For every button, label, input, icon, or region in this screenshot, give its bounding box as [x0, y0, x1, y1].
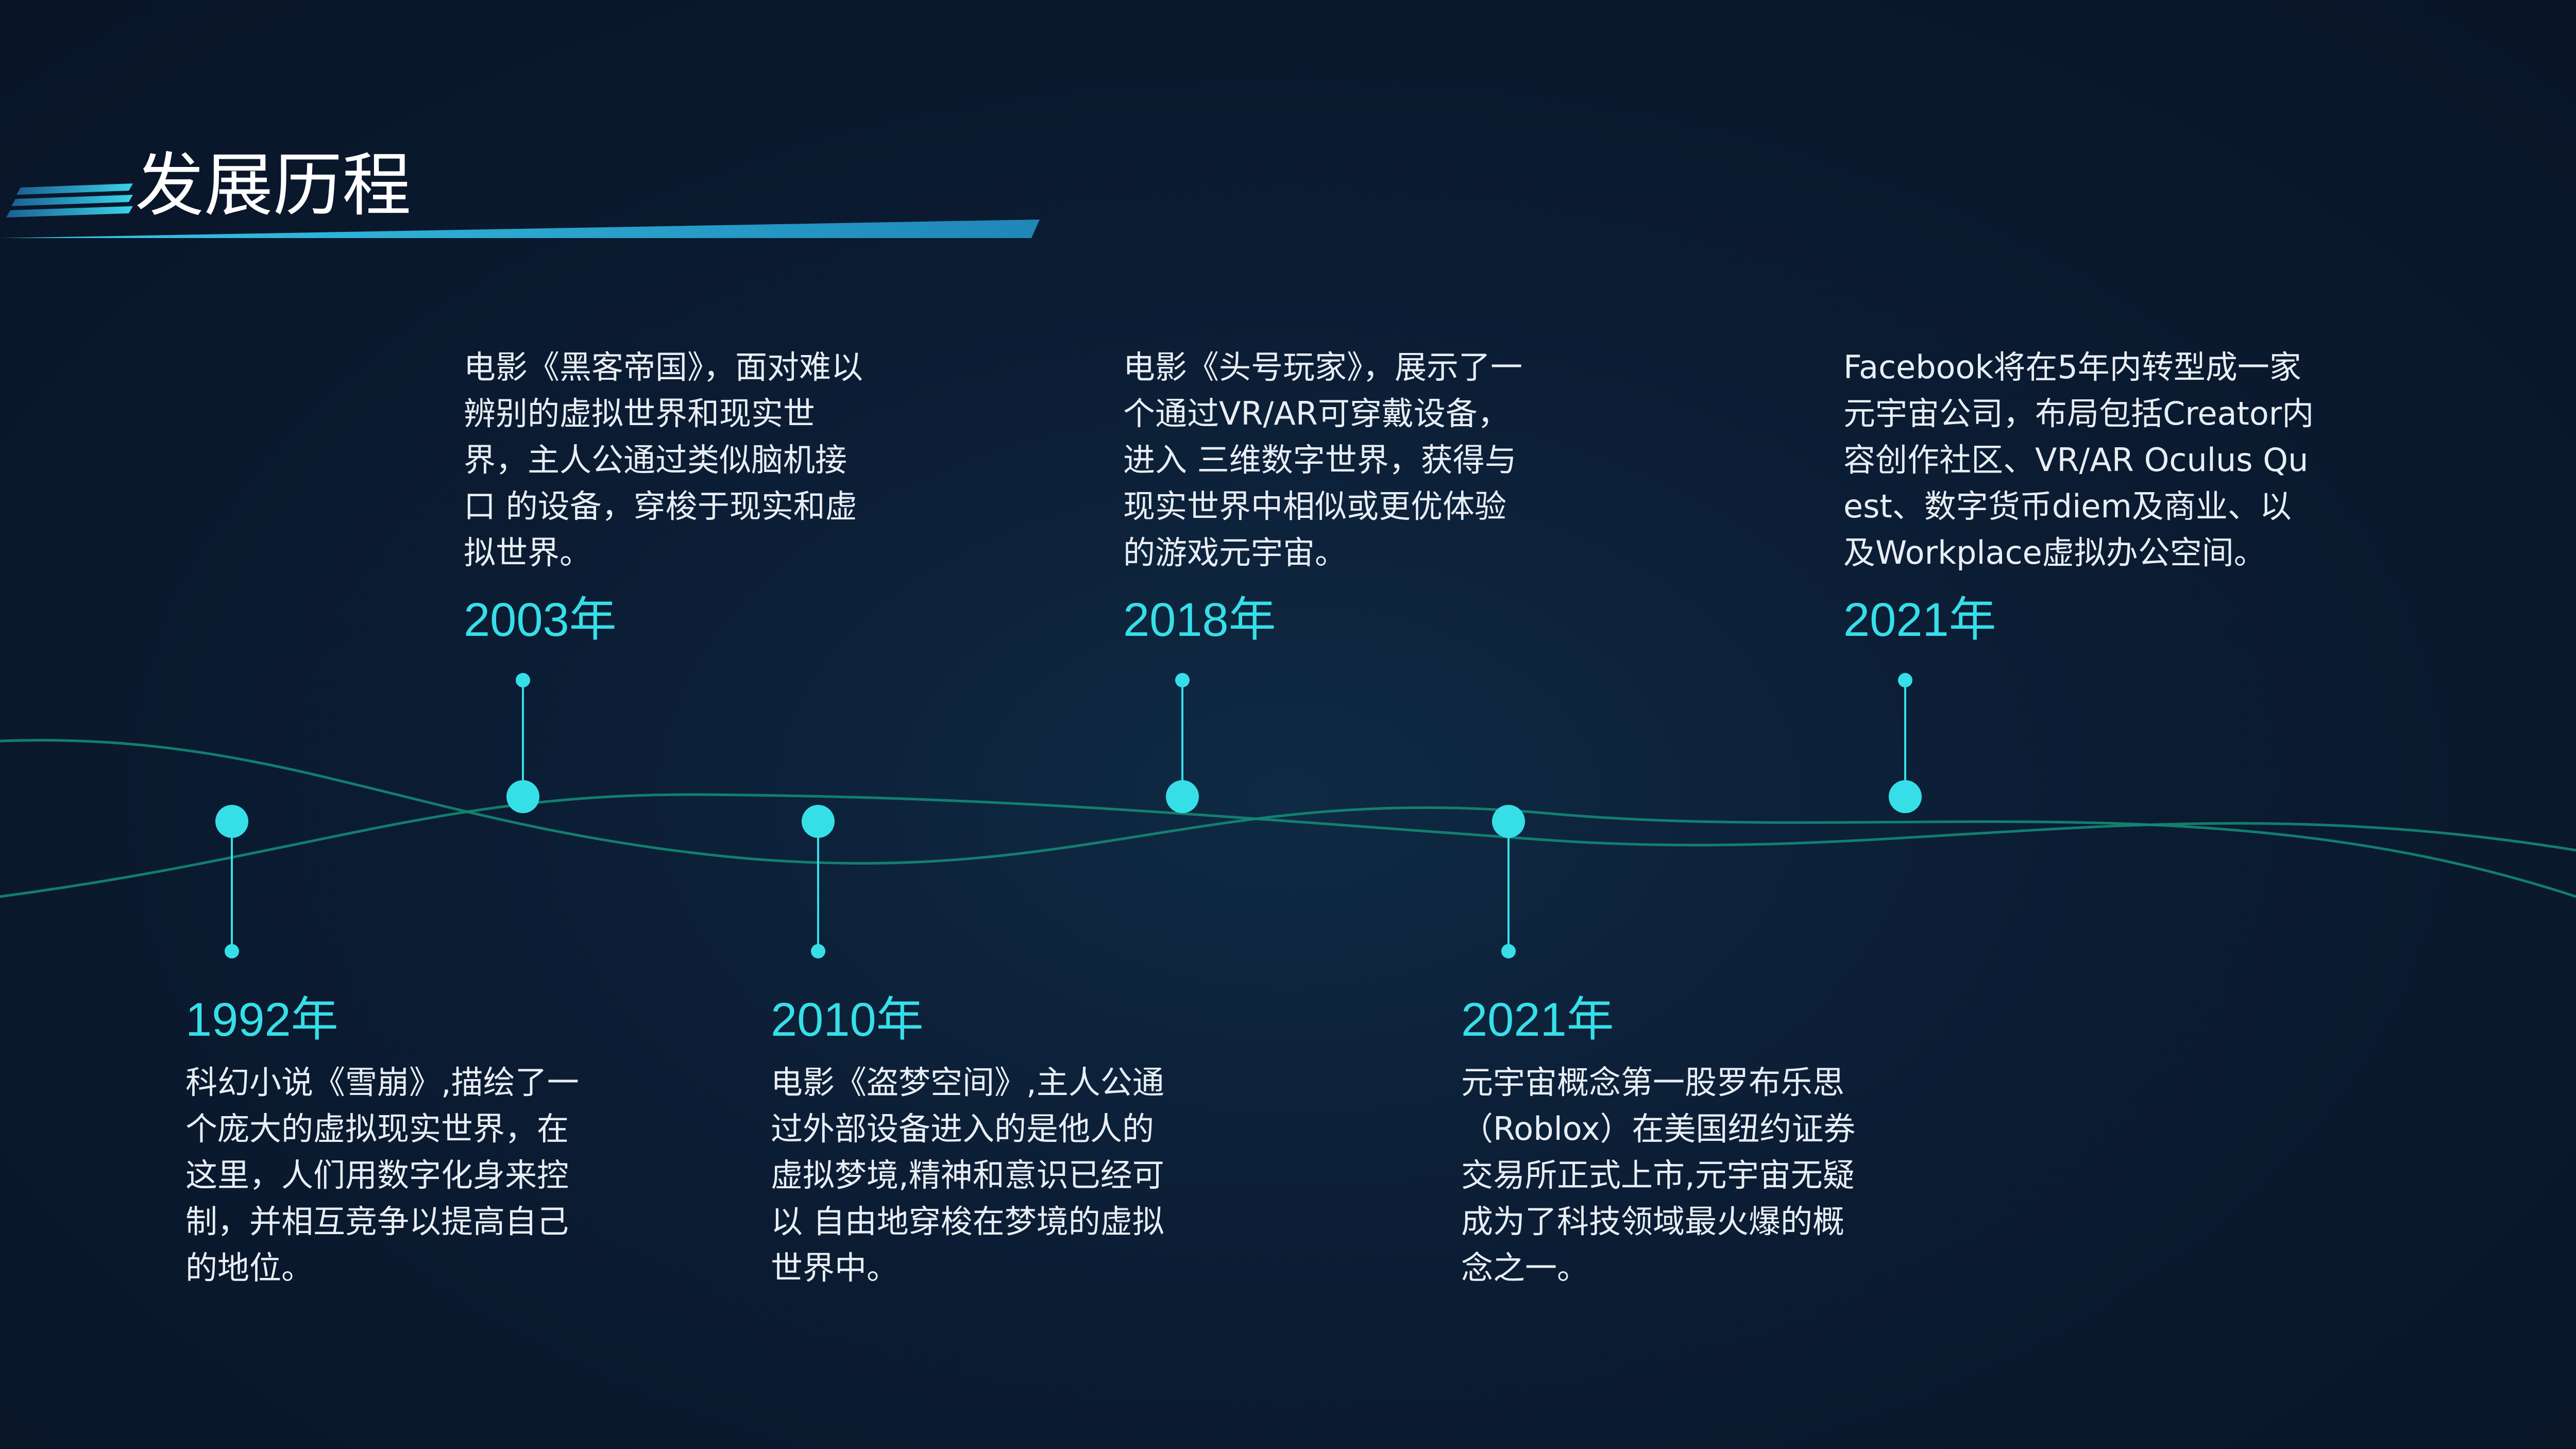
title-underline-bar — [0, 220, 1040, 238]
event-1992-description: 科幻小说《雪崩》,描绘了一个庞大的虚拟现实世界，在这里，人们用数字化身来控制，并… — [185, 1064, 579, 1287]
title-stripe-2 — [11, 195, 133, 206]
timeline-dot-2003 — [506, 780, 539, 813]
event-2021-roblox-description: 元宇宙概念第一股罗布乐思（Roblox）在美国纽约证券交易所正式上市,元宇宙无疑… — [1461, 1064, 1856, 1287]
event-2021-roblox-year: 2021年 — [1461, 993, 1614, 1046]
event-2010-description: 电影《盗梦空间》,主人公通过外部设备进入的是他人的虚拟梦境,精神和意识已经可以 … — [771, 1064, 1164, 1287]
event-2010-year: 2010年 — [771, 993, 924, 1046]
timeline-dot-2021-above — [1889, 780, 1922, 813]
event-2021-facebook-year: 2021年 — [1843, 594, 1996, 646]
timeline-dot-2021-below — [1492, 805, 1525, 838]
event-2021-facebook-description: Facebook将在5年内转型成一家元宇宙公司，布局包括Creator内容创作社… — [1843, 348, 2314, 571]
event-2018-description: 电影《头号玩家》，展示了一个通过VR/AR可穿戴设备，进入 三维数字世界，获得与… — [1123, 348, 1523, 571]
title-stripe-3 — [6, 206, 133, 217]
event-2003-year: 2003年 — [464, 594, 617, 646]
timeline-wave-1 — [0, 739, 2576, 898]
timeline-dot-2010 — [802, 805, 835, 838]
timeline-dot-1992 — [215, 805, 248, 838]
event-2003-description: 电影《黑客帝国》，面对难以辨别的虚拟世界和现实世界，主人公通过类似脑机接口 的设… — [464, 348, 863, 571]
event-2018-year: 2018年 — [1123, 594, 1276, 646]
timeline-dot-2018 — [1166, 780, 1199, 813]
timeline-wave-2 — [0, 793, 2576, 898]
title-stripe-1 — [16, 183, 133, 195]
event-1992-year: 1992年 — [185, 993, 338, 1046]
page-title: 发展历程 — [135, 145, 412, 226]
